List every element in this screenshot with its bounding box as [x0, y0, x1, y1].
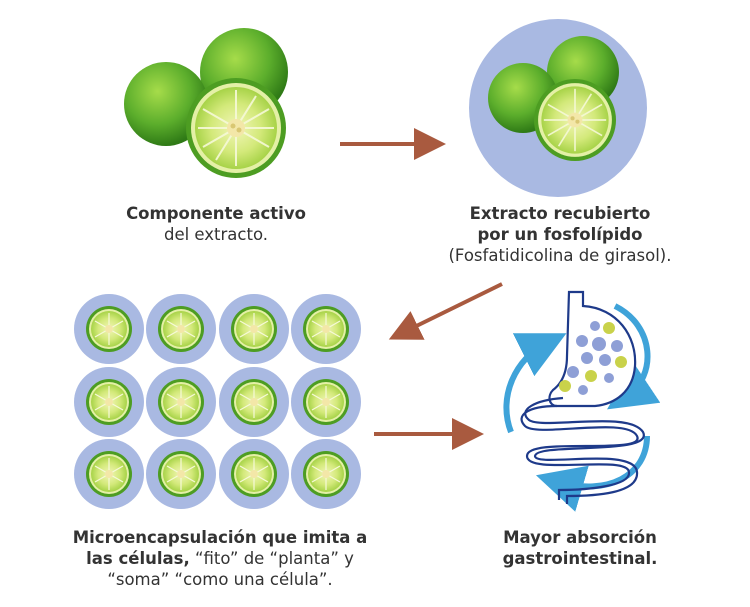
encapsulated-fruit-icon	[469, 19, 647, 197]
caption-normal-line3: “soma” “como una célula”.	[107, 570, 333, 589]
bergamot-fruit-icon	[124, 28, 288, 179]
caption-bold-line2: gastrointestinal.	[502, 549, 658, 568]
digestive-tract-icon	[503, 290, 661, 512]
caption-bold-line1: Extracto recubierto	[469, 204, 651, 223]
caption-coated-extract: Extracto recubierto por un fosfolípido (…	[420, 203, 700, 266]
caption-normal: del extracto.	[163, 225, 269, 244]
caption-bold: Componente activo	[126, 204, 306, 223]
arrow-icon	[340, 128, 446, 160]
caption-active-component: Componente activo del extracto.	[96, 203, 336, 245]
caption-normal: (Fosfatidicolina de girasol).	[448, 246, 672, 265]
arrow-icon	[374, 418, 484, 450]
caption-bold-line2: por un fosfolípido	[477, 225, 643, 244]
caption-bold-line1: Microencapsulación que imita a	[72, 528, 368, 547]
caption-microencapsulation: Microencapsulación que imita a las célul…	[40, 527, 400, 590]
arrow-icon	[388, 282, 503, 340]
caption-bold-line1: Mayor absorción	[503, 528, 657, 547]
caption-bold-line2: las células,	[86, 549, 190, 568]
caption-normal-line2: “fito” de “planta” y	[189, 549, 354, 568]
caption-absorption: Mayor absorción gastrointestinal.	[470, 527, 690, 569]
microcapsule-icon	[73, 293, 362, 510]
